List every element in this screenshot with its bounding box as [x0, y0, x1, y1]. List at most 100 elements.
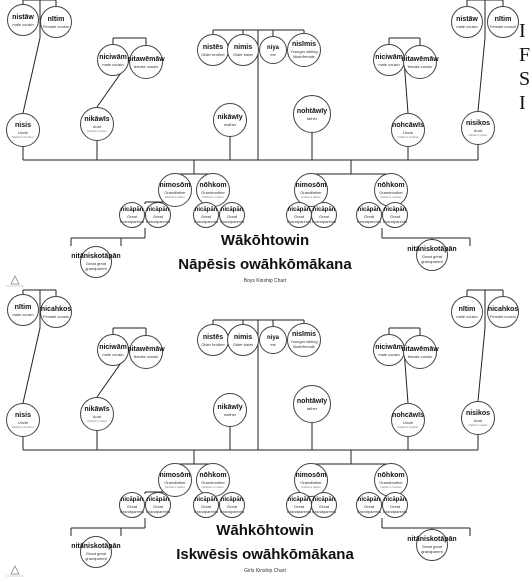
kin-gloss: father — [306, 405, 318, 411]
kin-gloss: Great Grandparents — [193, 504, 219, 514]
kin-gloss: Great Grandparents — [145, 214, 171, 224]
kin-term: nitawēmāw — [127, 55, 165, 63]
kin-gloss: Uncle — [402, 419, 414, 425]
kin-term: nitawēmāw — [401, 345, 439, 353]
kin-note: Mother's brother — [12, 424, 34, 429]
kin-term: nicāpān — [220, 207, 244, 213]
kin-term: nicāpān — [312, 207, 336, 213]
kin-term: nikāwīy — [217, 403, 243, 411]
side-letter: S — [519, 68, 531, 90]
kin-note: Father's sister — [468, 132, 488, 137]
kin-term: nītim — [458, 305, 476, 313]
kin-gloss: Grandmother — [379, 479, 403, 485]
kin-term: nistāw — [456, 15, 478, 23]
kin-gloss: me — [270, 341, 276, 347]
side-letter: I — [519, 92, 526, 114]
kin-term: nicāpān — [312, 497, 336, 503]
kin-gloss: Uncle — [17, 419, 29, 425]
kin-term: nisis — [15, 121, 31, 129]
kin-note: Mother's father — [165, 194, 185, 199]
logo-icon — [4, 565, 26, 577]
kin-note: Father's father — [301, 484, 321, 489]
kin-term: nisikos — [465, 409, 491, 417]
kin-gloss: Uncle — [402, 129, 414, 135]
kin-note: Mother's sister — [87, 418, 107, 423]
kin-term: nicāpān — [383, 207, 407, 213]
kin-note: Father's father — [301, 194, 321, 199]
chart-subtitle: Nāpēsis owāhkōmākana — [178, 256, 352, 273]
kin-term: nohcāwīs — [392, 411, 424, 419]
kin-gloss: Great Grandparents — [356, 214, 382, 224]
kin-term: nimis — [233, 43, 253, 51]
kin-gloss: Great Grandparents — [193, 214, 219, 224]
kin-term: nitāniskotāpān — [71, 543, 121, 550]
kin-gloss: male cousin — [12, 21, 34, 27]
kin-term: nicāpān — [146, 497, 170, 503]
kin-gloss: Great great grandparent — [85, 261, 107, 271]
kin-term: nistēs — [202, 43, 224, 51]
kin-term: nikāwīs — [84, 405, 110, 413]
kin-term: nimosōm — [295, 471, 327, 479]
kin-term: nōhkom — [199, 181, 227, 189]
kin-term: nitāniskotāpān — [71, 253, 121, 260]
kin-term: niciwām — [99, 343, 127, 351]
kin-term: nistāw — [12, 13, 34, 21]
kin-term: nistēs — [202, 333, 224, 341]
kin-gloss: Great great grandparent — [421, 544, 443, 554]
kin-term: nimosōm — [295, 181, 327, 189]
kin-term: nicāpān — [357, 207, 381, 213]
kin-term: nikāwīy — [217, 113, 243, 121]
kin-term: nicāpān — [220, 497, 244, 503]
kin-gloss: Grandmother — [201, 189, 225, 195]
kin-gloss: Grandfather — [300, 479, 322, 485]
chart-title: Wāhkōhtowin — [216, 522, 314, 539]
kin-term: nītim — [47, 15, 65, 23]
kin-term: nicāpān — [287, 207, 311, 213]
kin-gloss: Grandmother — [379, 189, 403, 195]
connector-line — [477, 327, 486, 402]
kin-gloss: male cousin — [12, 311, 34, 317]
kin-term: nohcāwīs — [392, 121, 424, 129]
kin-gloss: Great Grandparents — [311, 214, 337, 224]
kin-term: nitawēmāw — [127, 345, 165, 353]
kin-gloss: Great Grandparents — [219, 214, 245, 224]
kin-gloss: Great Grandparents — [119, 504, 145, 514]
kin-gloss: male cousin — [456, 313, 478, 319]
kin-term: nisis — [15, 411, 31, 419]
kin-gloss: Aunt — [92, 413, 102, 419]
kin-term: nicahkos — [487, 305, 519, 313]
kin-gloss: me — [270, 51, 276, 57]
kin-gloss: Female cousin — [42, 23, 69, 29]
chart-caption: Boys Kinship Chart — [243, 278, 287, 284]
connector-line — [477, 37, 486, 112]
